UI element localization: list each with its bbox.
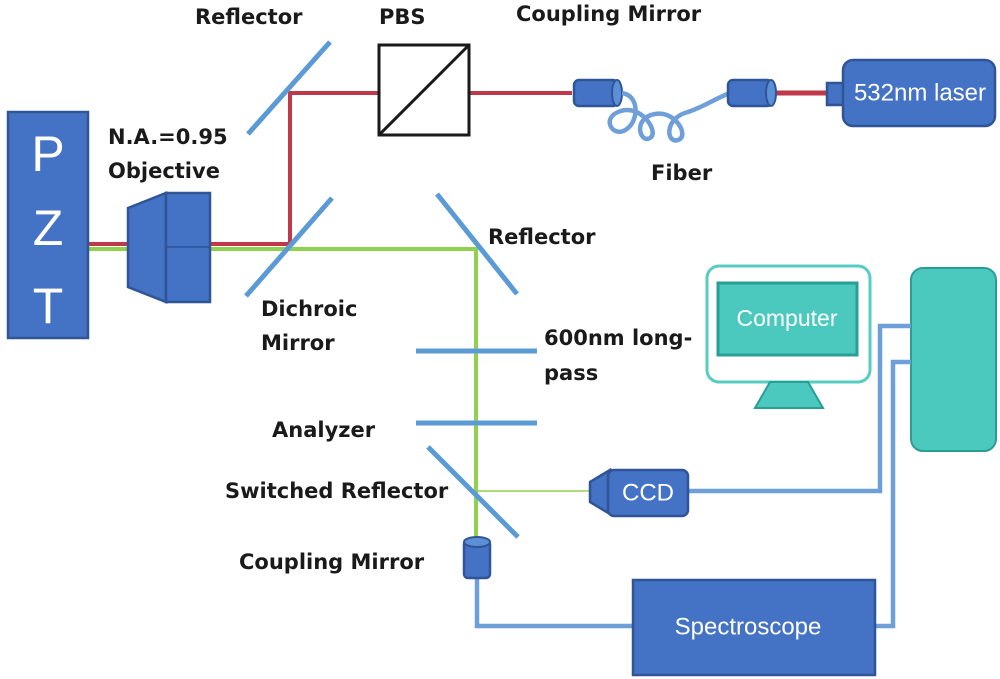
signal-beam — [88, 247, 592, 540]
label-coupling-mirror-top: Coupling Mirror — [516, 2, 702, 26]
spectroscope-label: Spectroscope — [675, 613, 822, 640]
label-longpass-line2: pass — [544, 361, 598, 385]
label-dichroic-line2: Mirror — [261, 331, 335, 355]
spectroscope: Spectroscope — [631, 578, 877, 677]
label-fiber: Fiber — [651, 161, 713, 185]
ccd-camera: CCD — [588, 467, 690, 518]
pzt-letter-z: Z — [33, 200, 64, 256]
computer-monitor: Computer — [705, 264, 872, 409]
pzt-stage: P Z T — [6, 110, 90, 340]
switched-reflector-mirror — [426, 445, 520, 539]
ccd-label: CCD — [622, 479, 674, 506]
label-objective-line2: Objective — [108, 159, 220, 183]
spectroscope-cable — [875, 359, 911, 629]
label-switched-reflector: Switched Reflector — [225, 479, 449, 503]
label-analyzer: Analyzer — [272, 418, 376, 442]
label-longpass-line1: 600nm long- — [544, 326, 692, 350]
fiber-coil — [607, 90, 731, 143]
label-reflector-top: Reflector — [195, 5, 303, 29]
coupling-mirror-laser-collimator — [726, 78, 777, 108]
pzt-letter-t: T — [33, 278, 64, 334]
coupling-mirror-bottom — [462, 536, 492, 580]
objective-lens — [126, 191, 212, 304]
label-dichroic-line1: Dichroic — [261, 297, 357, 321]
ccd-cable — [688, 323, 911, 494]
reflector-mid-mirror — [435, 192, 519, 296]
coupling-mirror-top-collimator — [572, 78, 623, 108]
computer-tower — [910, 267, 997, 452]
pbs-cube — [377, 43, 471, 137]
label-objective-line1: N.A.=0.95 — [108, 125, 228, 149]
label-coupling-mirror-bottom: Coupling Mirror — [239, 550, 425, 574]
pzt-letter-p: P — [31, 126, 64, 182]
laser-source: 532nm laser — [825, 58, 997, 128]
reflector-top-mirror — [246, 40, 332, 136]
laser-label: 532nm laser — [854, 79, 986, 106]
fiber-to-spectroscope-cable — [474, 577, 634, 629]
dichroic-mirror — [244, 196, 334, 298]
label-pbs: PBS — [379, 5, 426, 29]
computer-label: Computer — [737, 305, 838, 331]
label-reflector-mid: Reflector — [488, 225, 596, 249]
